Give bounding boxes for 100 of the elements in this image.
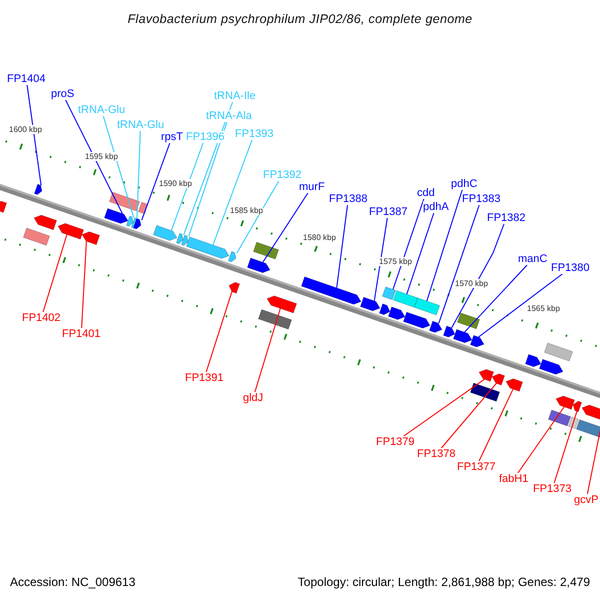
gene-label: murF bbox=[299, 181, 325, 193]
gene-marker bbox=[544, 342, 574, 362]
gene-label: FP1392 bbox=[263, 169, 302, 181]
gene-marker bbox=[382, 286, 396, 300]
gene-marker bbox=[228, 282, 240, 294]
gene-marker bbox=[0, 200, 8, 213]
leader-line bbox=[478, 274, 563, 338]
gene-label: FP1391 bbox=[185, 372, 224, 384]
gene-marker bbox=[414, 298, 440, 316]
leader-line bbox=[374, 218, 388, 302]
gene-marker bbox=[82, 231, 100, 246]
gene-marker bbox=[470, 334, 484, 348]
leader-line bbox=[206, 291, 232, 372]
gene-marker bbox=[572, 400, 582, 412]
gene-label: FP1382 bbox=[487, 212, 526, 224]
gene-label: FP1379 bbox=[376, 436, 415, 448]
gene-marker bbox=[266, 296, 298, 314]
gene-marker bbox=[258, 309, 292, 330]
gene-label: tRNA-Ala bbox=[206, 110, 252, 122]
gene-label: tRNA-Glu bbox=[117, 119, 164, 131]
gene-marker bbox=[176, 233, 184, 244]
leader-line bbox=[254, 308, 281, 392]
gene-marker bbox=[228, 251, 236, 262]
gene-marker bbox=[246, 258, 270, 274]
leader-line bbox=[406, 212, 434, 295]
title: Flavobacterium psychrophilum JIP02/86, complete genome bbox=[126, 11, 474, 28]
gene-label: FP1383 bbox=[462, 193, 501, 205]
coordinate-label: 1565 kbp bbox=[527, 304, 560, 313]
gene-marker bbox=[22, 228, 50, 246]
gene-marker bbox=[34, 214, 58, 230]
leader-line bbox=[102, 116, 134, 218]
leader-line bbox=[440, 382, 497, 448]
gene-label: cdd bbox=[417, 187, 435, 199]
gene-marker bbox=[126, 216, 134, 227]
gene-marker bbox=[402, 312, 430, 329]
gene-marker bbox=[300, 276, 362, 305]
gene-marker bbox=[252, 242, 280, 260]
leader-line bbox=[262, 192, 308, 263]
gene-label: FP1402 bbox=[22, 312, 61, 324]
genome-summary-text: Topology: circular; Length: 2,861,988 bp; Genes: 2,479 bbox=[298, 575, 590, 589]
leader-line bbox=[141, 142, 170, 221]
gene-marker bbox=[186, 236, 230, 259]
leader-line bbox=[464, 264, 528, 333]
gene-label: gcvP bbox=[574, 494, 598, 506]
gene-marker bbox=[576, 419, 600, 440]
accession-text: Accession: NC_009613 bbox=[10, 575, 136, 589]
coordinate-label: 1585 kbp bbox=[230, 206, 263, 215]
leader-line bbox=[451, 224, 504, 328]
coordinate-label: 1580 kbp bbox=[303, 233, 336, 242]
gene-marker bbox=[392, 290, 418, 308]
gene-label: tRNA-Glu bbox=[78, 104, 126, 116]
gene-marker bbox=[524, 354, 542, 368]
gene-label: FP1404 bbox=[7, 73, 46, 85]
gene-marker bbox=[428, 320, 442, 333]
leader-line bbox=[403, 378, 485, 436]
gene-label: manC bbox=[518, 253, 548, 265]
gene-marker bbox=[442, 326, 456, 338]
leader-line bbox=[42, 234, 68, 312]
gene-label: pdhA bbox=[423, 201, 449, 213]
gene-marker bbox=[452, 329, 472, 344]
gene-marker bbox=[470, 382, 500, 402]
gene-label: pdhC bbox=[451, 178, 478, 190]
leader-line bbox=[170, 142, 204, 231]
gene-label: rpsT bbox=[161, 131, 183, 143]
gene-marker bbox=[132, 218, 142, 230]
coordinate-label: 1570 kbp bbox=[455, 279, 488, 288]
gene-label: proS bbox=[51, 88, 74, 100]
leader-line bbox=[188, 122, 228, 237]
gene-label: FP1373 bbox=[533, 483, 572, 495]
gene-label: FP1377 bbox=[457, 461, 496, 473]
gene-marker bbox=[538, 358, 564, 375]
leader-line bbox=[392, 198, 424, 290]
leader-line bbox=[554, 410, 578, 484]
coordinate-label: 1595 kbp bbox=[85, 152, 118, 161]
coordinate-label: 1590 kbp bbox=[159, 179, 192, 188]
gene-marker bbox=[104, 208, 128, 224]
leader-line bbox=[136, 130, 141, 220]
gene-marker bbox=[58, 223, 84, 240]
coordinate-label: 1575 kbp bbox=[379, 257, 412, 266]
leader-line bbox=[81, 240, 87, 328]
gene-label: FP1378 bbox=[417, 448, 456, 460]
gene-label: FP1396 bbox=[186, 131, 225, 143]
gene-marker bbox=[456, 312, 480, 330]
leader-line bbox=[212, 140, 252, 246]
gene-marker bbox=[378, 303, 390, 316]
coordinate-label: 1600 kbp bbox=[9, 125, 42, 134]
gene-label: FP1401 bbox=[62, 328, 101, 340]
gene-label: FP1393 bbox=[235, 128, 274, 140]
gene-label: FP1388 bbox=[329, 193, 368, 205]
leader-line bbox=[65, 100, 123, 214]
leader-line bbox=[438, 204, 480, 324]
leader-line bbox=[426, 190, 463, 302]
gene-marker bbox=[180, 234, 188, 246]
gene-label: tRNA-Ile bbox=[214, 90, 256, 102]
gene-marker bbox=[388, 306, 406, 320]
leader-line bbox=[26, 84, 42, 186]
gene-marker bbox=[506, 378, 524, 392]
leader-line bbox=[478, 388, 514, 462]
leader-line bbox=[517, 406, 565, 474]
gene-label: FP1387 bbox=[369, 206, 408, 218]
